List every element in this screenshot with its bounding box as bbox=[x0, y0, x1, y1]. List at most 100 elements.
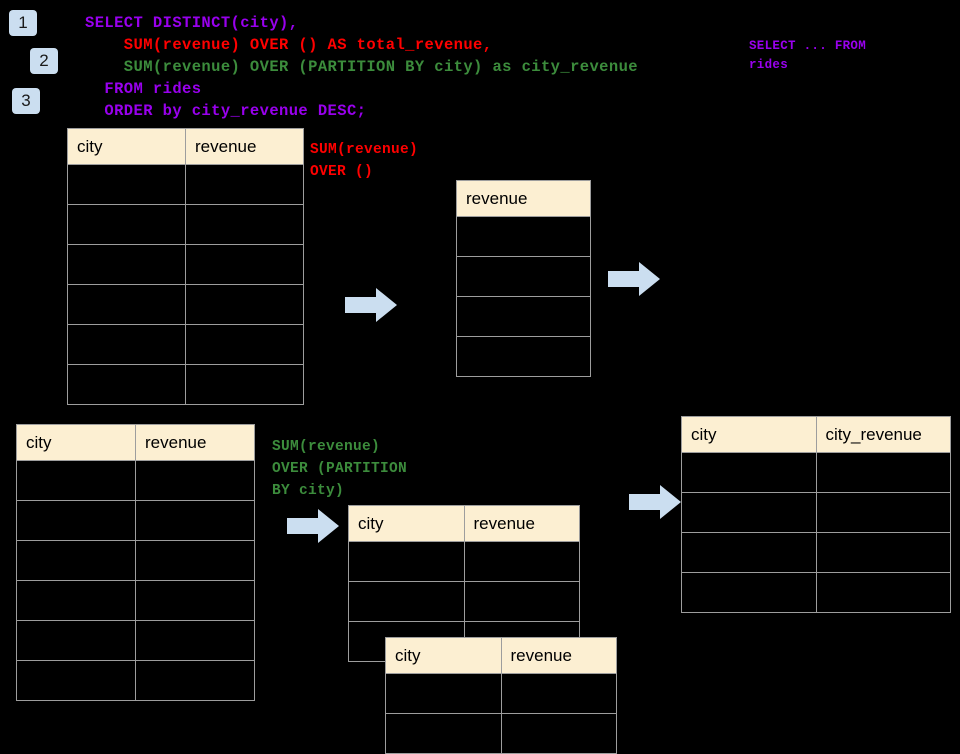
cell bbox=[815, 532, 951, 573]
arrow-source-to-total bbox=[345, 288, 397, 322]
cell bbox=[67, 324, 186, 365]
cell bbox=[185, 364, 304, 405]
table-row bbox=[16, 620, 255, 661]
table-row bbox=[385, 673, 617, 714]
column-header-revenue: revenue bbox=[456, 180, 591, 217]
column-header-city-revenue: city_revenue bbox=[815, 416, 951, 453]
annotation-sum-over-empty: SUM(revenue) OVER () bbox=[310, 142, 419, 180]
cell bbox=[385, 673, 502, 714]
cell bbox=[185, 284, 304, 325]
table-row bbox=[456, 296, 591, 337]
table-row bbox=[67, 364, 304, 405]
cell bbox=[456, 336, 591, 377]
cell bbox=[681, 572, 817, 613]
cell bbox=[135, 500, 255, 541]
column-header-city: city bbox=[385, 637, 502, 674]
arrow-partition-to-result bbox=[629, 485, 681, 519]
table-row bbox=[67, 284, 304, 325]
column-header-revenue: revenue bbox=[500, 637, 617, 674]
table-row bbox=[67, 164, 304, 205]
table-row bbox=[456, 216, 591, 257]
cell bbox=[681, 532, 817, 573]
table-row bbox=[681, 452, 951, 493]
column-header-revenue: revenue bbox=[135, 424, 255, 461]
table-row bbox=[681, 492, 951, 533]
cell bbox=[348, 581, 465, 622]
column-header-city: city bbox=[681, 416, 817, 453]
column-header-revenue: revenue bbox=[185, 128, 304, 165]
table-row bbox=[456, 336, 591, 377]
cell bbox=[185, 164, 304, 205]
cell bbox=[67, 364, 186, 405]
cell bbox=[16, 540, 136, 581]
table-header-row: city revenue bbox=[348, 505, 580, 542]
cell bbox=[185, 204, 304, 245]
table-result: city city_revenue bbox=[681, 416, 951, 613]
table-header-row: revenue bbox=[456, 180, 591, 217]
column-header-city: city bbox=[348, 505, 465, 542]
table-source-top: city revenue bbox=[67, 128, 304, 405]
cell bbox=[456, 256, 591, 297]
table-row bbox=[16, 500, 255, 541]
table-row bbox=[348, 541, 580, 582]
cell bbox=[463, 541, 580, 582]
cell bbox=[185, 244, 304, 285]
table-partition-front: city revenue bbox=[385, 637, 617, 754]
arrow-total-to-right bbox=[608, 262, 660, 296]
sql-line-partition: SUM(revenue) OVER (PARTITION BY city) as… bbox=[85, 58, 638, 76]
cell bbox=[67, 164, 186, 205]
column-header-city: city bbox=[16, 424, 136, 461]
table-row bbox=[67, 324, 304, 365]
table-row bbox=[681, 572, 951, 613]
sql-line-from: FROM rides bbox=[85, 80, 202, 98]
cell bbox=[16, 580, 136, 621]
table-total-revenue: revenue bbox=[456, 180, 591, 377]
cell bbox=[135, 620, 255, 661]
table-header-row: city revenue bbox=[67, 128, 304, 165]
cell bbox=[815, 452, 951, 493]
annotation-sum-over-partition: SUM(revenue) OVER (PARTITION BY city) bbox=[272, 439, 408, 499]
cell bbox=[135, 460, 255, 501]
cell bbox=[135, 540, 255, 581]
table-header-row: city city_revenue bbox=[681, 416, 951, 453]
sql-line-total: SUM(revenue) OVER () AS total_revenue, bbox=[85, 36, 493, 54]
cell bbox=[16, 500, 136, 541]
cell bbox=[135, 660, 255, 701]
table-source-bottom: city revenue bbox=[16, 424, 255, 701]
step-badge-3: 3 bbox=[12, 88, 40, 114]
cell bbox=[681, 452, 817, 493]
cell bbox=[16, 660, 136, 701]
table-row bbox=[348, 581, 580, 622]
table-row bbox=[681, 532, 951, 573]
cell bbox=[67, 204, 186, 245]
sql-line-select: SELECT DISTINCT(city), bbox=[85, 14, 299, 32]
table-row bbox=[16, 540, 255, 581]
step-badge-1: 1 bbox=[9, 10, 37, 36]
table-header-row: city revenue bbox=[385, 637, 617, 674]
table-header-row: city revenue bbox=[16, 424, 255, 461]
column-header-revenue: revenue bbox=[463, 505, 580, 542]
column-header-city: city bbox=[67, 128, 186, 165]
cell bbox=[16, 460, 136, 501]
table-row bbox=[16, 460, 255, 501]
cell bbox=[815, 572, 951, 613]
cell bbox=[135, 580, 255, 621]
diagram-canvas: 1 2 3 SELECT DISTINCT(city), SUM(revenue… bbox=[9, 10, 951, 754]
cell bbox=[67, 244, 186, 285]
cell bbox=[463, 581, 580, 622]
cell bbox=[815, 492, 951, 533]
cell bbox=[456, 216, 591, 257]
table-row bbox=[67, 204, 304, 245]
sql-line-order: ORDER by city_revenue DESC; bbox=[85, 102, 367, 120]
cell bbox=[681, 492, 817, 533]
step-badge-2: 2 bbox=[30, 48, 58, 74]
cell bbox=[67, 284, 186, 325]
table-row bbox=[456, 256, 591, 297]
arrow-source-to-partition bbox=[287, 509, 339, 543]
cell bbox=[456, 296, 591, 337]
annotation-select-from: SELECT ... FROM rides bbox=[749, 39, 867, 72]
table-row bbox=[67, 244, 304, 285]
cell bbox=[16, 620, 136, 661]
cell bbox=[500, 673, 617, 714]
cell bbox=[348, 541, 465, 582]
